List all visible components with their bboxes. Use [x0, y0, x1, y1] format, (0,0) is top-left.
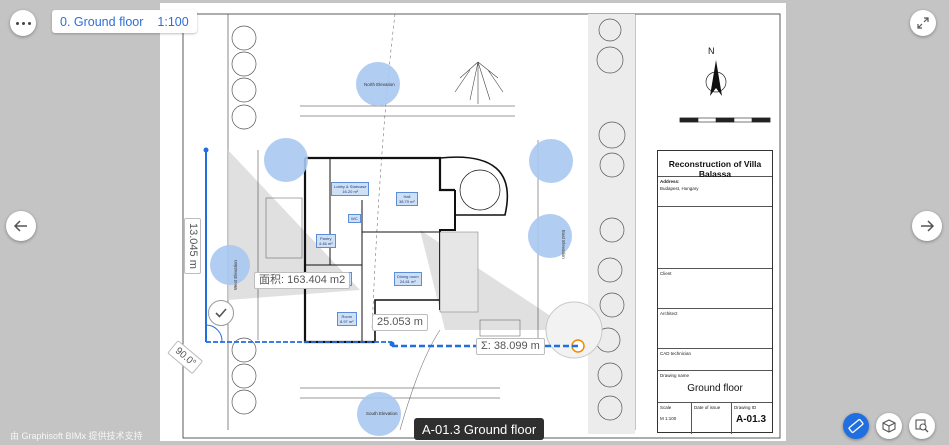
elevation-label-north: North Elevation	[364, 82, 395, 87]
room-tag-pantry[interactable]: Pantry 4.46 m²	[316, 234, 336, 248]
measure-segment-label: 25.053 m	[372, 314, 428, 331]
room-name: Dining room	[397, 274, 419, 279]
elevation-label-east: East Elevation	[561, 230, 566, 259]
room-area: 16.20 m²	[342, 189, 359, 194]
scale-label: Scale	[660, 405, 672, 410]
room-area: 24.61 m²	[399, 279, 416, 284]
view-name: 0. Ground floor	[60, 14, 144, 29]
measure-area-label: 面积: 163.404 m2	[254, 272, 351, 289]
camera-points	[210, 62, 573, 436]
room-name: Room	[341, 314, 353, 319]
stair-west	[265, 197, 303, 259]
date-label: Date of issue	[694, 405, 721, 410]
tb-cad-row: CAD technician	[658, 349, 772, 371]
fullscreen-button[interactable]	[910, 10, 936, 36]
room-tag-hall[interactable]: Hall 38.79 m²	[396, 192, 418, 206]
tb-address-row: Address: Budapest, Hungary	[658, 177, 772, 207]
room-tag-wc[interactable]: WC	[348, 214, 361, 223]
view-scale: 1:100	[157, 14, 189, 29]
title-block: Reconstruction of Villa Balassa Address:…	[657, 150, 773, 434]
search-icon	[915, 419, 929, 433]
measure-tool-button[interactable]	[843, 413, 869, 439]
room-tag-dining[interactable]: Dining room 24.61 m²	[394, 272, 422, 286]
trees-left	[231, 25, 257, 415]
room-name: Pantry	[320, 236, 332, 241]
zoom-fit-button[interactable]	[909, 413, 935, 439]
check-icon	[215, 308, 227, 318]
client-label: Client	[660, 271, 672, 276]
elevation-label-west: West Elevation	[233, 260, 238, 290]
tb-client-row: Client	[658, 269, 772, 309]
menu-button[interactable]	[10, 10, 36, 36]
active-camera	[545, 301, 603, 359]
elevation-label-south: South Elevation	[366, 411, 398, 416]
arrow-right-icon	[921, 220, 935, 232]
drawing-name-label: Drawing name	[660, 373, 690, 378]
scale-bar	[679, 117, 771, 123]
tb-architect-row: Architect	[658, 309, 772, 349]
3d-model-button[interactable]	[876, 413, 902, 439]
tb-bottom-row: Scale M 1:100 Date of issue Drawing ID A…	[658, 403, 772, 434]
site-path-dashed	[371, 13, 396, 331]
drawing-name-value: Ground floor	[687, 383, 743, 394]
room-name: WC	[351, 216, 358, 221]
drawing-id-value: A-01.3	[736, 414, 767, 425]
id-label: Drawing ID	[734, 405, 757, 410]
architect-label: Architect	[660, 311, 678, 316]
tree-sketch	[454, 61, 504, 104]
steps-south	[479, 319, 521, 337]
ruler-icon	[848, 418, 864, 434]
room-area: 8.97 m²	[340, 319, 354, 324]
tb-project-row: Reconstruction of Villa Balassa	[658, 151, 772, 179]
measure-height-label: 13.045 m	[184, 218, 201, 274]
room-name: Lobby & Staircase	[334, 184, 367, 189]
terrace-floor	[439, 231, 479, 313]
previous-sheet-button[interactable]	[6, 211, 36, 241]
cube-icon	[882, 419, 896, 433]
credit-text: 由 Graphisoft BIMx 提供技术支持	[10, 431, 143, 441]
room-area: 4.46 m²	[319, 241, 333, 246]
tb-drawing-name-row: Drawing name Ground floor	[658, 371, 772, 403]
hatched-strip	[588, 14, 635, 434]
expand-icon	[917, 17, 929, 29]
room-tag-lobby[interactable]: Lobby & Staircase 16.20 m²	[331, 182, 370, 196]
cad-label: CAD technician	[660, 351, 692, 356]
north-label: N	[708, 46, 715, 56]
tb-image-row	[658, 207, 772, 269]
address-value: Budapest, Hungary	[660, 186, 699, 191]
tb-scale-cell: Scale M 1:100	[658, 403, 692, 434]
room-area: 38.79 m²	[399, 199, 415, 204]
next-sheet-button[interactable]	[912, 211, 942, 241]
arrow-left-icon	[13, 220, 27, 232]
north-arrow	[705, 60, 727, 96]
project-title: Reconstruction of Villa Balassa	[668, 159, 762, 179]
confirm-measure-button[interactable]	[208, 300, 234, 326]
tb-id-cell: Drawing ID A-01.3	[732, 403, 774, 434]
view-cone-west	[228, 150, 360, 300]
scale-value: M 1:100	[660, 416, 677, 421]
room-name: Hall	[403, 194, 411, 199]
room-tag-room[interactable]: Room 8.97 m²	[337, 312, 357, 326]
view-selector[interactable]: 0. Ground floor 1:100	[52, 10, 197, 33]
tb-date-cell: Date of issue	[692, 403, 732, 434]
sheet-name-label: A-01.3 Ground floor	[414, 418, 545, 440]
address-label: Address:	[660, 179, 680, 184]
more-icon	[15, 21, 31, 25]
measure-total-label: Σ: 38.099 m	[476, 338, 545, 355]
site-path-curve	[399, 329, 441, 431]
